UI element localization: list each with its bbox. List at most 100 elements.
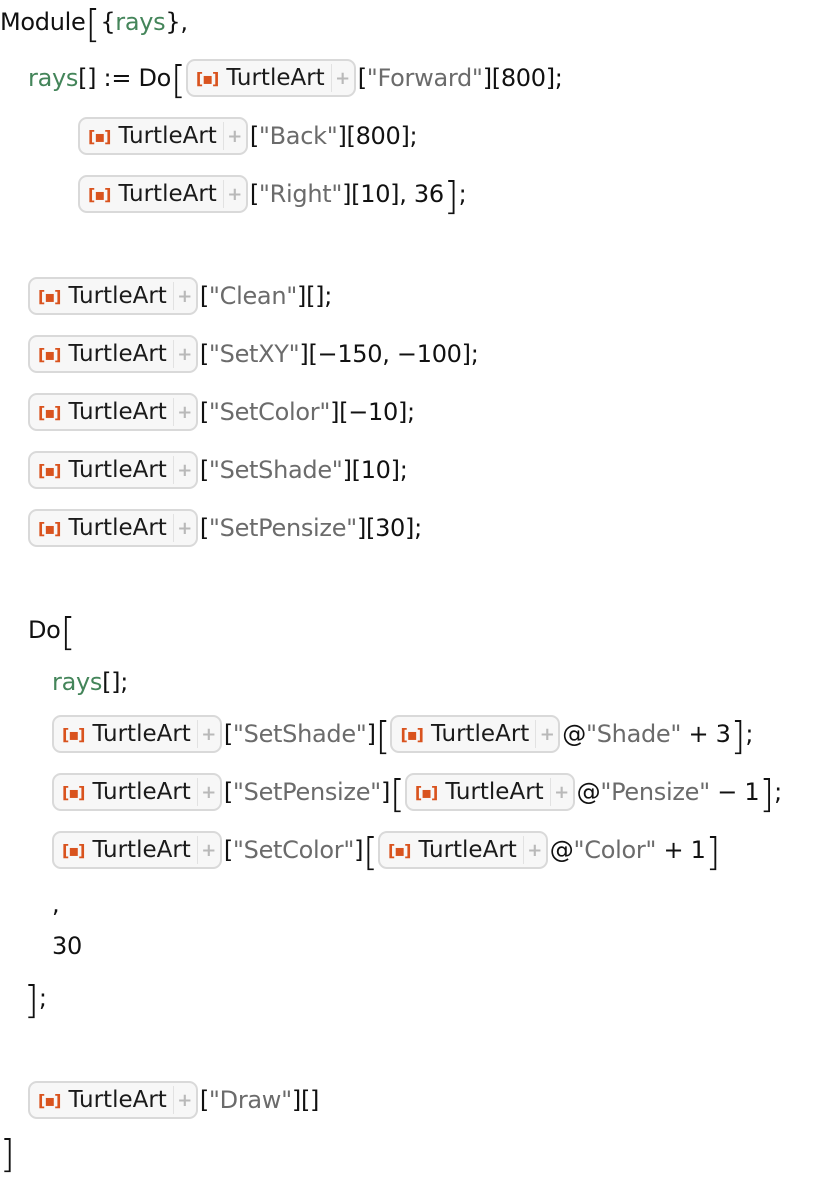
object-icon: [▪] [88, 184, 111, 204]
bracket: [ [199, 1086, 209, 1114]
command-args: ][800]; [482, 64, 563, 92]
turtleart-object-box[interactable]: [▪]TurtleArt+ [52, 773, 222, 811]
box-divider [535, 720, 537, 748]
turtleart-object-box[interactable]: [▪]TurtleArt+ [28, 509, 198, 547]
turtleart-object-box[interactable]: [▪] TurtleArt + [28, 1081, 198, 1119]
object-label: TurtleArt [92, 721, 191, 747]
object-label: TurtleArt [445, 779, 544, 805]
at-operator: @ [576, 778, 601, 806]
bracket: [ [223, 778, 233, 806]
property-string: "Pensize" [600, 778, 710, 806]
line-end: ; [774, 778, 782, 806]
bracket: [ [199, 514, 209, 542]
code-line-setxy: [▪]TurtleArt+["SetXY"][−150, −100]; [28, 332, 479, 376]
command-args: ][] [291, 1086, 320, 1114]
expand-plus-icon[interactable]: + [177, 517, 193, 539]
box-divider [172, 456, 174, 484]
object-icon: [▪] [400, 724, 423, 744]
bracket: [ [199, 398, 209, 426]
expand-plus-icon[interactable]: + [527, 839, 543, 861]
box-divider [196, 778, 198, 806]
turtleart-object-box[interactable]: [▪]TurtleArt+ [28, 451, 198, 489]
object-label: TurtleArt [68, 283, 167, 309]
command-string: "SetShade" [232, 720, 367, 748]
turtleart-object-box[interactable]: [▪]TurtleArt+ [28, 393, 198, 431]
command-args: ][−10]; [330, 398, 415, 426]
code-line-module: Module[{rays}, [0, 0, 188, 44]
object-label: TurtleArt [68, 399, 167, 425]
code-line-setpensize: [▪]TurtleArt+["SetPensize"][30]; [28, 506, 422, 550]
expand-plus-icon[interactable]: + [177, 285, 193, 307]
object-label: TurtleArt [118, 123, 217, 149]
turtleart-object-box[interactable]: [▪]TurtleArt+ [377, 831, 548, 869]
expand-plus-icon[interactable]: + [227, 125, 243, 147]
semicolon: ; [458, 180, 467, 208]
expand-plus-icon[interactable]: + [201, 781, 217, 803]
turtleart-object-box[interactable]: [▪] TurtleArt + [404, 773, 575, 811]
code-line-comma: , [52, 882, 60, 926]
object-icon: [▪] [38, 1090, 61, 1110]
close-bracket: ] [730, 714, 746, 758]
box-divider [330, 64, 332, 92]
close-bracket: ] [0, 1132, 15, 1176]
turtleart-object-box[interactable]: [▪] TurtleArt + [78, 117, 248, 155]
object-icon: [▪] [62, 840, 85, 860]
expand-plus-icon[interactable]: + [177, 401, 193, 423]
box-divider [172, 340, 174, 368]
code-line-iterations: 30 [52, 924, 82, 968]
expand-plus-icon[interactable]: + [539, 723, 555, 745]
turtleart-object-box[interactable]: [▪] TurtleArt + [28, 277, 198, 315]
code-line-loop-setpensize: [▪]TurtleArt+["SetPensize"][ [▪]TurtleAr… [52, 770, 782, 814]
bracket: [ [249, 180, 259, 208]
command-string: "Right" [258, 180, 343, 208]
turtleart-object-box[interactable]: [▪]TurtleArt+ [185, 59, 356, 97]
object-icon: [▪] [38, 286, 61, 306]
object-icon: [▪] [88, 126, 111, 146]
box-divider [222, 180, 224, 208]
expand-plus-icon[interactable]: + [177, 343, 193, 365]
bracket: [ [199, 340, 209, 368]
object-icon: [▪] [414, 782, 438, 802]
command-args: ][]; [297, 282, 332, 310]
command-string: "SetXY" [208, 340, 300, 368]
command-args: ][800]; [337, 122, 418, 150]
code-line-rays-call: rays[]; [52, 660, 128, 704]
turtleart-object-box[interactable]: [▪]TurtleArt+ [28, 335, 198, 373]
expand-plus-icon[interactable]: + [201, 723, 217, 745]
expand-plus-icon[interactable]: + [177, 1089, 193, 1111]
object-label: TurtleArt [68, 1087, 167, 1113]
code-line-back: [▪] TurtleArt + ["Back"][800]; [78, 114, 418, 158]
open-bracket: [ [390, 772, 405, 816]
local-var-rays: rays [115, 8, 166, 36]
bracket-close: ] [366, 720, 376, 748]
expand-plus-icon[interactable]: + [554, 781, 570, 803]
close-bracket: ] [24, 978, 39, 1022]
turtleart-object-box[interactable]: [▪]TurtleArt+ [52, 715, 222, 753]
rays-call: rays [52, 668, 103, 696]
do-keyword: Do [28, 616, 61, 644]
expand-plus-icon[interactable]: + [201, 839, 217, 861]
command-args: ][30]; [356, 514, 422, 542]
bracket: [ [357, 64, 367, 92]
close-bracket: ] [443, 174, 459, 218]
turtleart-object-box[interactable]: [▪] TurtleArt + [390, 715, 561, 753]
command-string: "SetShade" [208, 456, 343, 484]
box-divider [172, 514, 174, 542]
turtleart-object-box[interactable]: [▪]TurtleArt+ [52, 831, 222, 869]
expand-plus-icon[interactable]: + [227, 183, 243, 205]
expand-plus-icon[interactable]: + [335, 67, 351, 89]
expand-plus-icon[interactable]: + [177, 459, 193, 481]
object-label: TurtleArt [430, 721, 530, 747]
bracket: [ [249, 122, 259, 150]
object-label: TurtleArt [226, 65, 325, 91]
box-divider [222, 122, 224, 150]
object-label: TurtleArt [68, 457, 167, 483]
box-divider [549, 778, 551, 806]
code-line-draw: [▪]TurtleArt+["Draw"][] [28, 1078, 319, 1122]
bracket: [ [199, 282, 209, 310]
module-keyword: Module [0, 8, 86, 36]
command-string: "Back" [258, 122, 338, 150]
close-bracket: ] [705, 830, 721, 874]
turtleart-object-box[interactable]: [▪]TurtleArt+ [78, 175, 248, 213]
open-bracket: [ [85, 2, 101, 46]
